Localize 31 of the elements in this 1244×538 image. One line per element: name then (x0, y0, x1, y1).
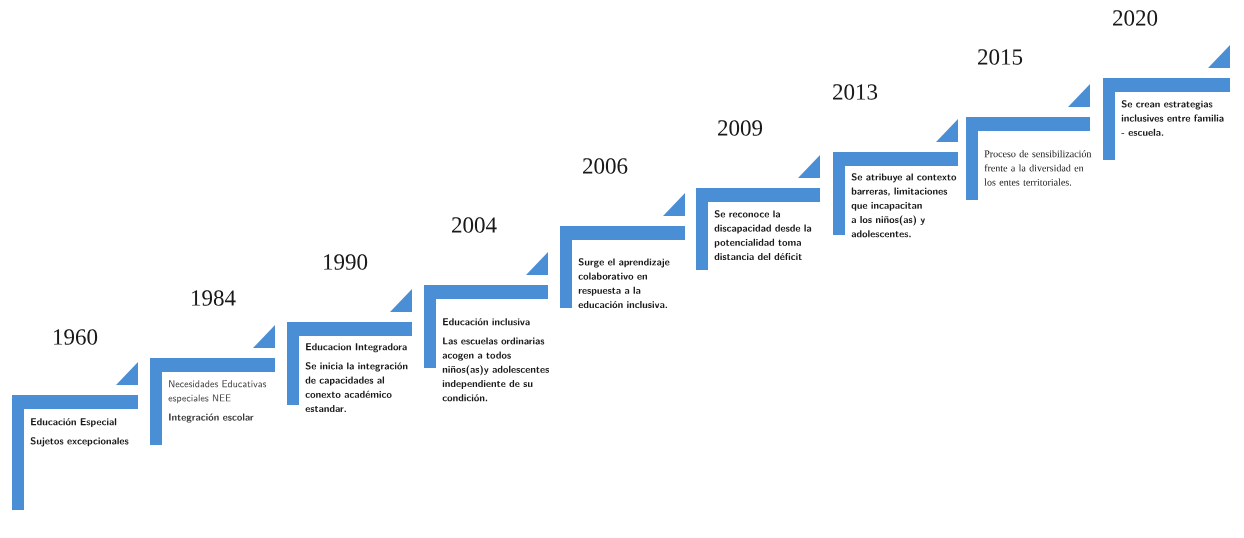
timeline-step (150, 290, 275, 445)
year-label: 1960 (54, 329, 98, 345)
step-description: Proceso de sensibilización frente a la diversidad en los entes territoriales. (984, 150, 1092, 186)
step-description: Surge el aprendizaje colaborativo en respuesta a la educación inclusiva. (578, 258, 670, 309)
year-label: 2004 (452, 217, 497, 233)
timeline-step (287, 254, 412, 413)
year-label: 1984 (192, 290, 236, 306)
year-label: 2013 (833, 84, 878, 100)
step-description: Integración escolar (169, 413, 254, 423)
timeline-step (966, 49, 1092, 200)
timeline-step (12, 329, 138, 510)
step-heading: Necesidades Educativas especiales NEE (168, 380, 267, 404)
year-label: 2009 (718, 120, 763, 136)
step-description: Se atribuye al contexto barreras, limitaciones que incapacitan a los niños(as) y adolescentes. (851, 173, 957, 238)
step-heading: Educacion Integradora (306, 343, 407, 353)
timeline-step (696, 120, 820, 270)
year-label: 2006 (583, 158, 628, 174)
year-label: 2020 (1113, 10, 1158, 26)
year-label: 1990 (324, 254, 368, 270)
timeline-step (424, 217, 550, 402)
step-description: Se inicia la integración de capacidades al conexto académico estandar. (305, 362, 408, 413)
step-description: Las escuelas ordinarias acogen a todos niños(as)y adolescentes independiente de su condición. (442, 337, 550, 402)
step-description: Se reconoce la discapacidad desde la potencialidad toma distancia del déficit (714, 210, 812, 261)
timeline-step (833, 84, 958, 238)
timeline-step (1103, 10, 1230, 160)
step-heading: Educación inclusiva (443, 318, 530, 326)
step-description: Sujetos excepcionales (30, 437, 129, 447)
step-heading: Educación Especial (31, 418, 117, 428)
year-label: 2015 (978, 49, 1023, 65)
timeline-step (560, 158, 685, 309)
step-description: Se crean estrategias inclusives entre familia - escuela. (1121, 100, 1224, 136)
